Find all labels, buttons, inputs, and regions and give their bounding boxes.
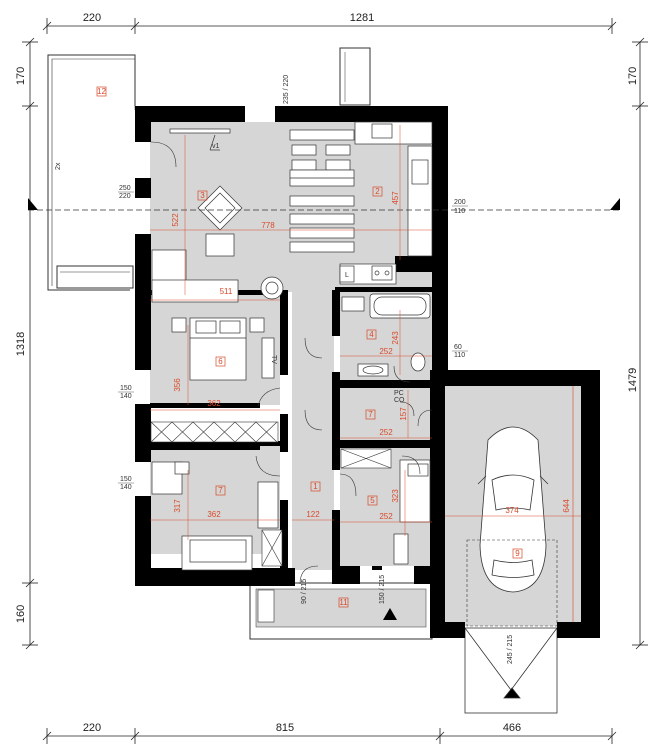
dim-457: 457 (391, 191, 400, 205)
door-note-245: 245 / 215 (507, 635, 514, 664)
dim-374: 374 (505, 506, 519, 515)
dim-left-1: 170 (15, 67, 27, 85)
win-note-235: 235 / 220 (283, 75, 290, 104)
room-label-4: 4 (369, 330, 374, 339)
stair-up-mark: v1 (212, 143, 220, 150)
room-label-2: 2 (375, 187, 380, 196)
dim-362b: 362 (207, 510, 221, 519)
room-label-3: 3 (200, 191, 205, 200)
dim-522: 522 (171, 213, 180, 227)
room-label-7: 7 (218, 486, 223, 495)
room-label-6: 6 (218, 357, 223, 366)
bedroom-7-furniture (151, 461, 279, 571)
dim-bottom-1: 220 (83, 722, 101, 734)
car-icon (477, 426, 549, 593)
inner-dim-lines (150, 125, 432, 540)
dim-right-1: 170 (627, 67, 639, 85)
win-note-150a: 150 (120, 385, 132, 392)
dim-top-1: 220 (83, 12, 101, 24)
win-note-250: 250 (119, 185, 131, 192)
section-arrow-right (610, 198, 620, 210)
dim-317: 317 (173, 499, 182, 513)
section-arrow-left (28, 198, 38, 210)
win-note-140b: 140 (120, 484, 132, 491)
bottom-dimension-line (42, 728, 617, 744)
dim-left-2: 1318 (15, 332, 27, 356)
dim-right-2: 1479 (627, 368, 639, 392)
top-dimension-line (42, 18, 617, 34)
dim-644: 644 (562, 499, 571, 513)
room-label-12: 12 (97, 87, 106, 96)
room-boxes (197, 186, 383, 506)
win-note-200: 200 (454, 199, 466, 206)
room-label-9: 9 (515, 549, 520, 558)
dim-top-2: 1281 (350, 12, 374, 24)
kitchen-l-mark: L (345, 272, 349, 279)
win-note-110b: 110 (454, 352, 465, 359)
door-note-90: 90 / 215 (301, 579, 308, 604)
dim-252c: 252 (379, 512, 393, 521)
dim-356: 356 (173, 378, 182, 392)
dim-511: 511 (220, 287, 233, 296)
win-note-60: 60 (454, 344, 462, 351)
dim-252a: 252 (379, 347, 393, 356)
dining-furniture (289, 129, 355, 253)
closets (150, 421, 392, 567)
dim-157: 157 (399, 407, 408, 421)
boiler-co: CO (394, 397, 405, 404)
dim-323: 323 (391, 489, 400, 503)
dim-bottom-3: 466 (503, 722, 521, 734)
left-dimension-line (22, 37, 38, 650)
room-label-8: 7 (368, 410, 373, 419)
entrance-porch (249, 582, 433, 640)
right-dimension-line (632, 37, 648, 650)
win-note-140a: 140 (120, 393, 132, 400)
boiler-pc: PC (394, 390, 404, 397)
kitchen-furniture (339, 121, 433, 285)
tv-label: TV (270, 355, 277, 364)
dim-778: 778 (261, 221, 275, 230)
dim-243: 243 (391, 331, 400, 345)
win-note-2x: 2x (55, 162, 62, 170)
win-note-150b: 150 (120, 476, 132, 483)
dim-bottom-2: 815 (276, 722, 294, 734)
dim-362a: 362 (207, 399, 221, 408)
doors (150, 141, 433, 585)
living-furniture (151, 128, 284, 303)
win-note-220: 220 (119, 193, 131, 200)
garage-dims (445, 386, 581, 627)
walls (135, 106, 600, 638)
bathroom-fixtures (341, 293, 431, 377)
door-note-150: 150 / 215 (379, 575, 386, 604)
win-note-110: 110 (454, 208, 465, 215)
room-box-9 (512, 548, 523, 559)
room-label-11: 11 (339, 598, 348, 607)
bedroom-6-furniture (171, 317, 275, 381)
room-label-1: 1 (313, 482, 318, 491)
dim-left-3: 160 (15, 605, 27, 623)
driveway (464, 627, 558, 714)
dim-252b: 252 (379, 428, 393, 437)
dim-122: 122 (306, 510, 320, 519)
terrace (47, 47, 371, 291)
room-label-5: 5 (370, 496, 375, 505)
